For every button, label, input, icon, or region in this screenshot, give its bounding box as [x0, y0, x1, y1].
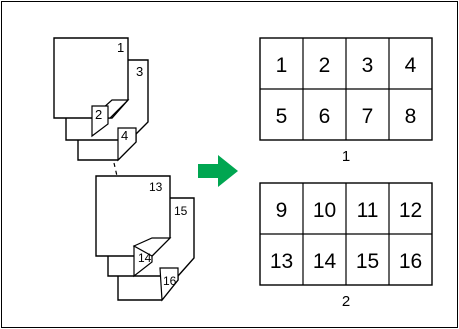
page-curl-face-2	[91, 105, 109, 138]
sheet-cell: 15	[356, 250, 379, 273]
page-number-4: 4	[121, 128, 128, 143]
page-number-15: 15	[174, 204, 188, 218]
page-number-14: 14	[138, 251, 152, 265]
sheet-cell: 1	[276, 54, 288, 77]
output-sheet-1: 1 2 3 4 5 6 7 8 1	[259, 37, 433, 165]
dashed-connector	[113, 162, 129, 225]
sheet-cell: 16	[399, 250, 422, 273]
page-number-1: 1	[117, 40, 124, 55]
output-sheet-2: 9 10 11 12 13 14 15 16 2	[259, 182, 433, 310]
page-stack-2: 13 14 15 16	[95, 175, 195, 302]
sheet-cell: 7	[362, 105, 374, 128]
sheet-cell: 10	[313, 199, 336, 222]
page-curl-face-4	[117, 127, 137, 162]
sheet-cell: 13	[270, 250, 293, 273]
sheet-cell: 11	[357, 199, 379, 222]
sheet-cell: 5	[276, 105, 288, 128]
sheet-caption: 2	[342, 293, 350, 310]
sheet-cell: 4	[405, 54, 417, 77]
page-number-3: 3	[136, 64, 143, 79]
sheet-caption: 1	[342, 148, 350, 165]
sheet-cell: 12	[399, 199, 422, 222]
page-curl-face-16	[159, 267, 179, 302]
page-number-2: 2	[95, 107, 102, 122]
sheet-cell: 2	[319, 54, 331, 77]
sheet-cell: 3	[362, 54, 374, 77]
page-curl	[132, 237, 172, 257]
page-number-16: 16	[163, 274, 177, 288]
sheet-cell: 9	[276, 199, 288, 222]
page-number-13: 13	[149, 180, 163, 194]
page-front	[53, 37, 129, 119]
right-arrow-icon	[198, 155, 238, 187]
sheet-cell: 14	[313, 250, 337, 273]
sheet-cell: 8	[405, 105, 417, 128]
sheet-cell: 6	[319, 105, 331, 128]
page-stack-1: 1 2 3 4	[53, 37, 149, 162]
